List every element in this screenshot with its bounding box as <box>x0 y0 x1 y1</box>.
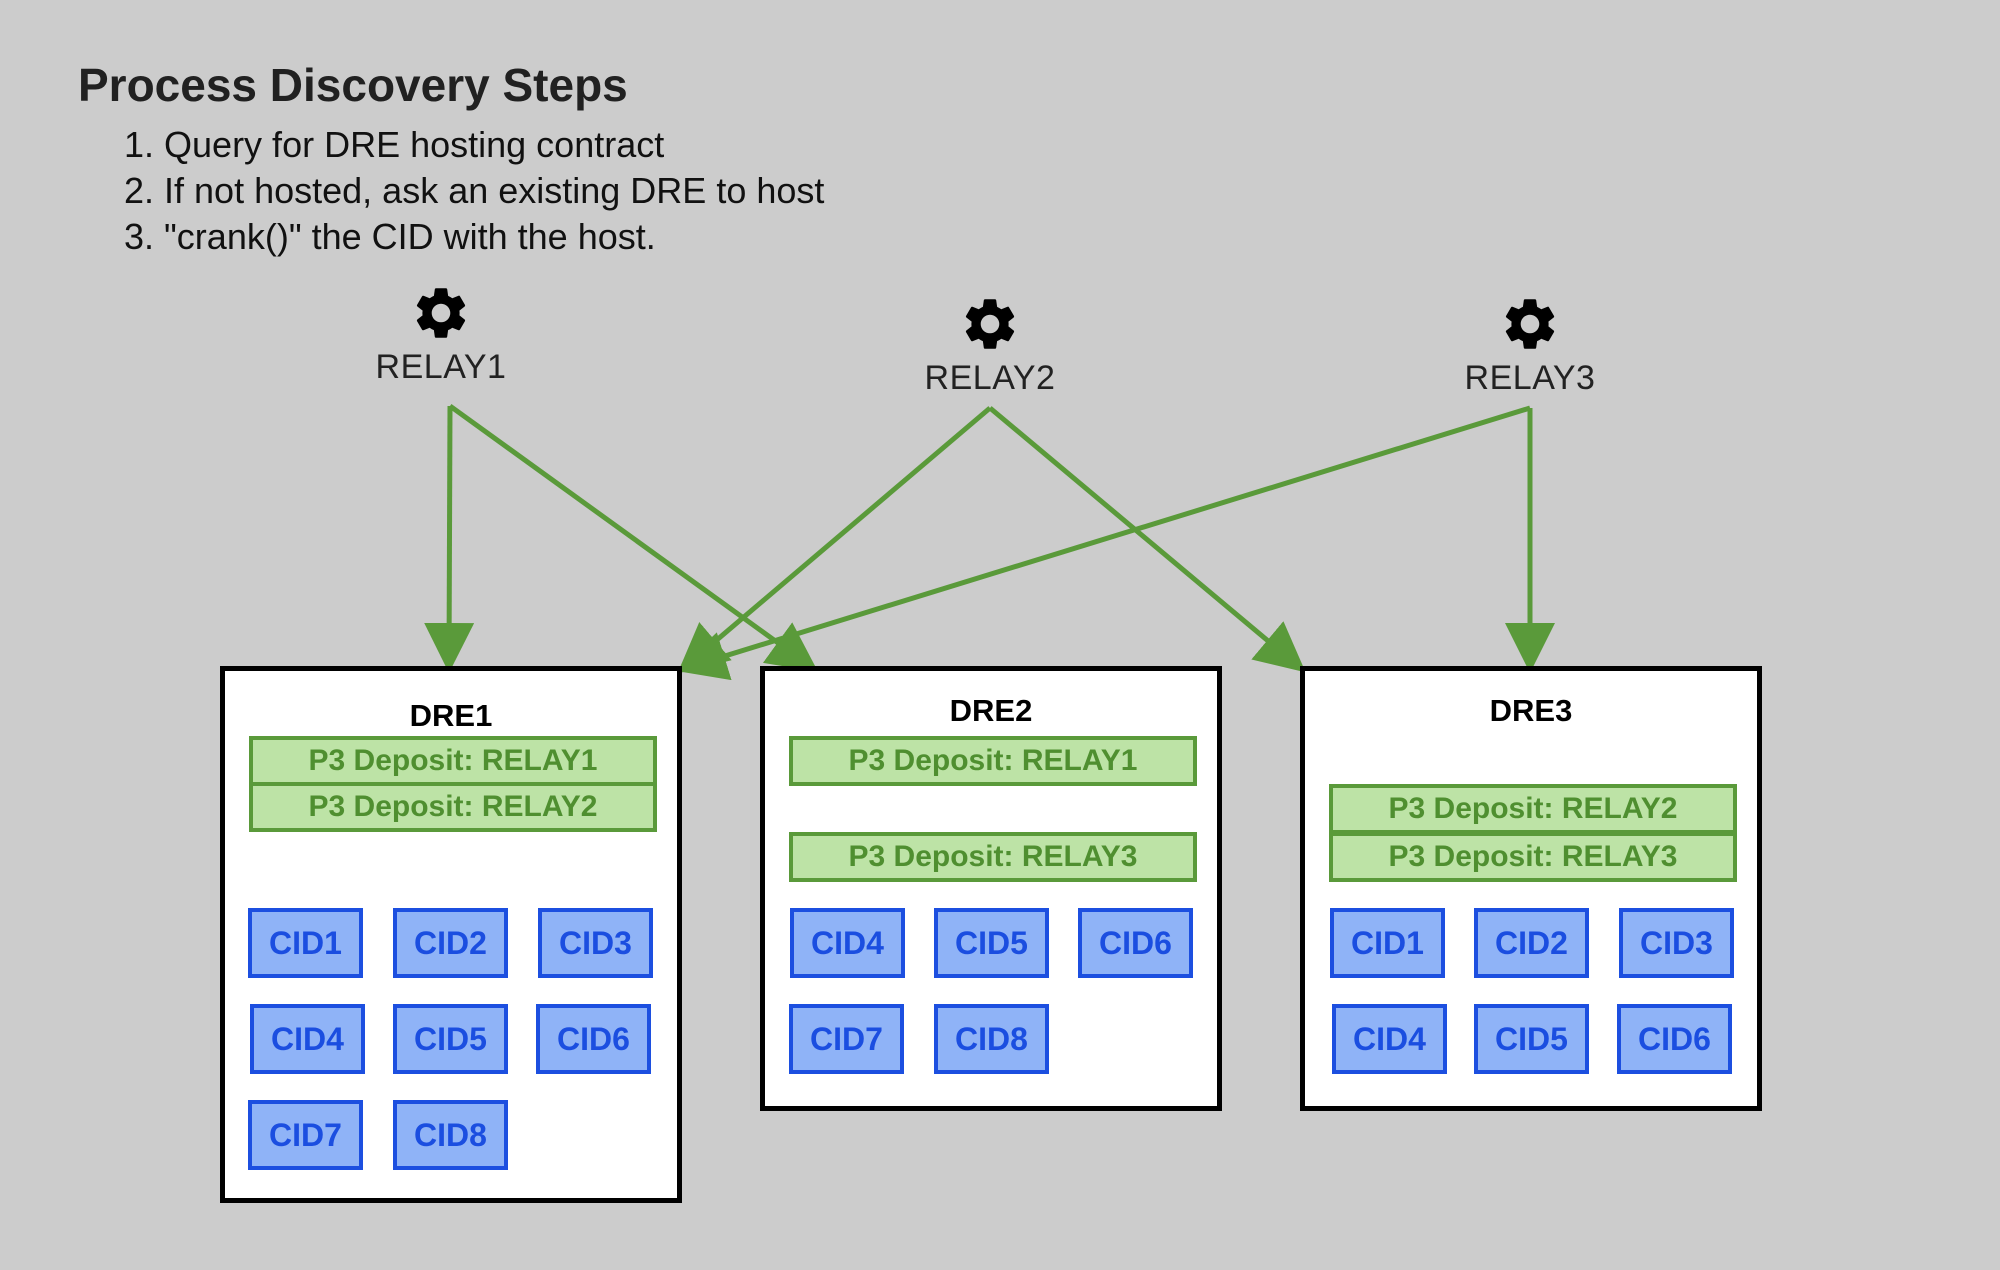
cid-block: CID1 <box>1330 908 1445 978</box>
dre-box-1: DRE1 P3 Deposit: RELAY1 P3 Deposit: RELA… <box>220 666 682 1203</box>
arrow-relay1-dre2 <box>448 403 819 672</box>
cid-block: CID5 <box>1474 1004 1589 1074</box>
deposit-entry: P3 Deposit: RELAY2 <box>249 782 657 832</box>
dre-box-2: DRE2 P3 Deposit: RELAY1 P3 Deposit: RELA… <box>760 666 1222 1111</box>
step-item: 2. If not hosted, ask an existing DRE to… <box>124 170 825 211</box>
step-item: 3. "crank()" the CID with the host. <box>124 216 656 257</box>
cid-block: CID8 <box>393 1100 508 1170</box>
cid-block: CID6 <box>1617 1004 1732 1074</box>
arrow-relay2-dre1 <box>677 406 992 674</box>
cid-block: CID6 <box>536 1004 651 1074</box>
cid-block: CID5 <box>934 908 1049 978</box>
gear-icon <box>416 288 466 338</box>
cid-block: CID4 <box>1332 1004 1447 1074</box>
steps-list: 1. Query for DRE hosting contract 2. If … <box>124 122 824 260</box>
dre-title: DRE3 <box>1489 693 1573 728</box>
relay-label: RELAY1 <box>375 348 507 386</box>
cid-block: CID7 <box>248 1100 363 1170</box>
cid-block: CID6 <box>1078 908 1193 978</box>
page-title: Process Discovery Steps <box>78 59 628 111</box>
cid-block: CID5 <box>393 1004 508 1074</box>
arrow-relay2-dre3 <box>988 406 1306 673</box>
cid-block: CID4 <box>790 908 905 978</box>
relay-1: RELAY1 <box>331 282 551 387</box>
deposit-entry: P3 Deposit: RELAY2 <box>1329 784 1737 834</box>
cid-block: CID2 <box>393 908 508 978</box>
dre-box-3: DRE3 P3 Deposit: RELAY2 P3 Deposit: RELA… <box>1300 666 1762 1111</box>
arrow-relay3-dre1 <box>676 405 1531 681</box>
cid-block: CID8 <box>934 1004 1049 1074</box>
deposit-entry: P3 Deposit: RELAY3 <box>1329 832 1737 882</box>
gear-icon <box>1505 299 1555 349</box>
step-item: 1. Query for DRE hosting contract <box>124 124 665 165</box>
cid-block: CID3 <box>538 908 653 978</box>
cid-block: CID3 <box>1619 908 1734 978</box>
relay-3: RELAY3 <box>1420 293 1640 398</box>
cid-block: CID7 <box>789 1004 904 1074</box>
relay-label: RELAY3 <box>1464 359 1596 397</box>
cid-block: CID1 <box>248 908 363 978</box>
arrow-relay1-dre1 <box>424 405 475 673</box>
deposit-entry: P3 Deposit: RELAY1 <box>789 736 1197 786</box>
deposit-entry: P3 Deposit: RELAY1 <box>249 736 657 786</box>
relay-label: RELAY2 <box>924 359 1056 397</box>
cid-block: CID4 <box>250 1004 365 1074</box>
deposit-entry: P3 Deposit: RELAY3 <box>789 832 1197 882</box>
relay-2: RELAY2 <box>880 293 1100 398</box>
cid-block: CID2 <box>1474 908 1589 978</box>
gear-icon <box>965 299 1015 349</box>
dre-title: DRE1 <box>409 698 493 733</box>
dre-title: DRE2 <box>949 693 1033 728</box>
